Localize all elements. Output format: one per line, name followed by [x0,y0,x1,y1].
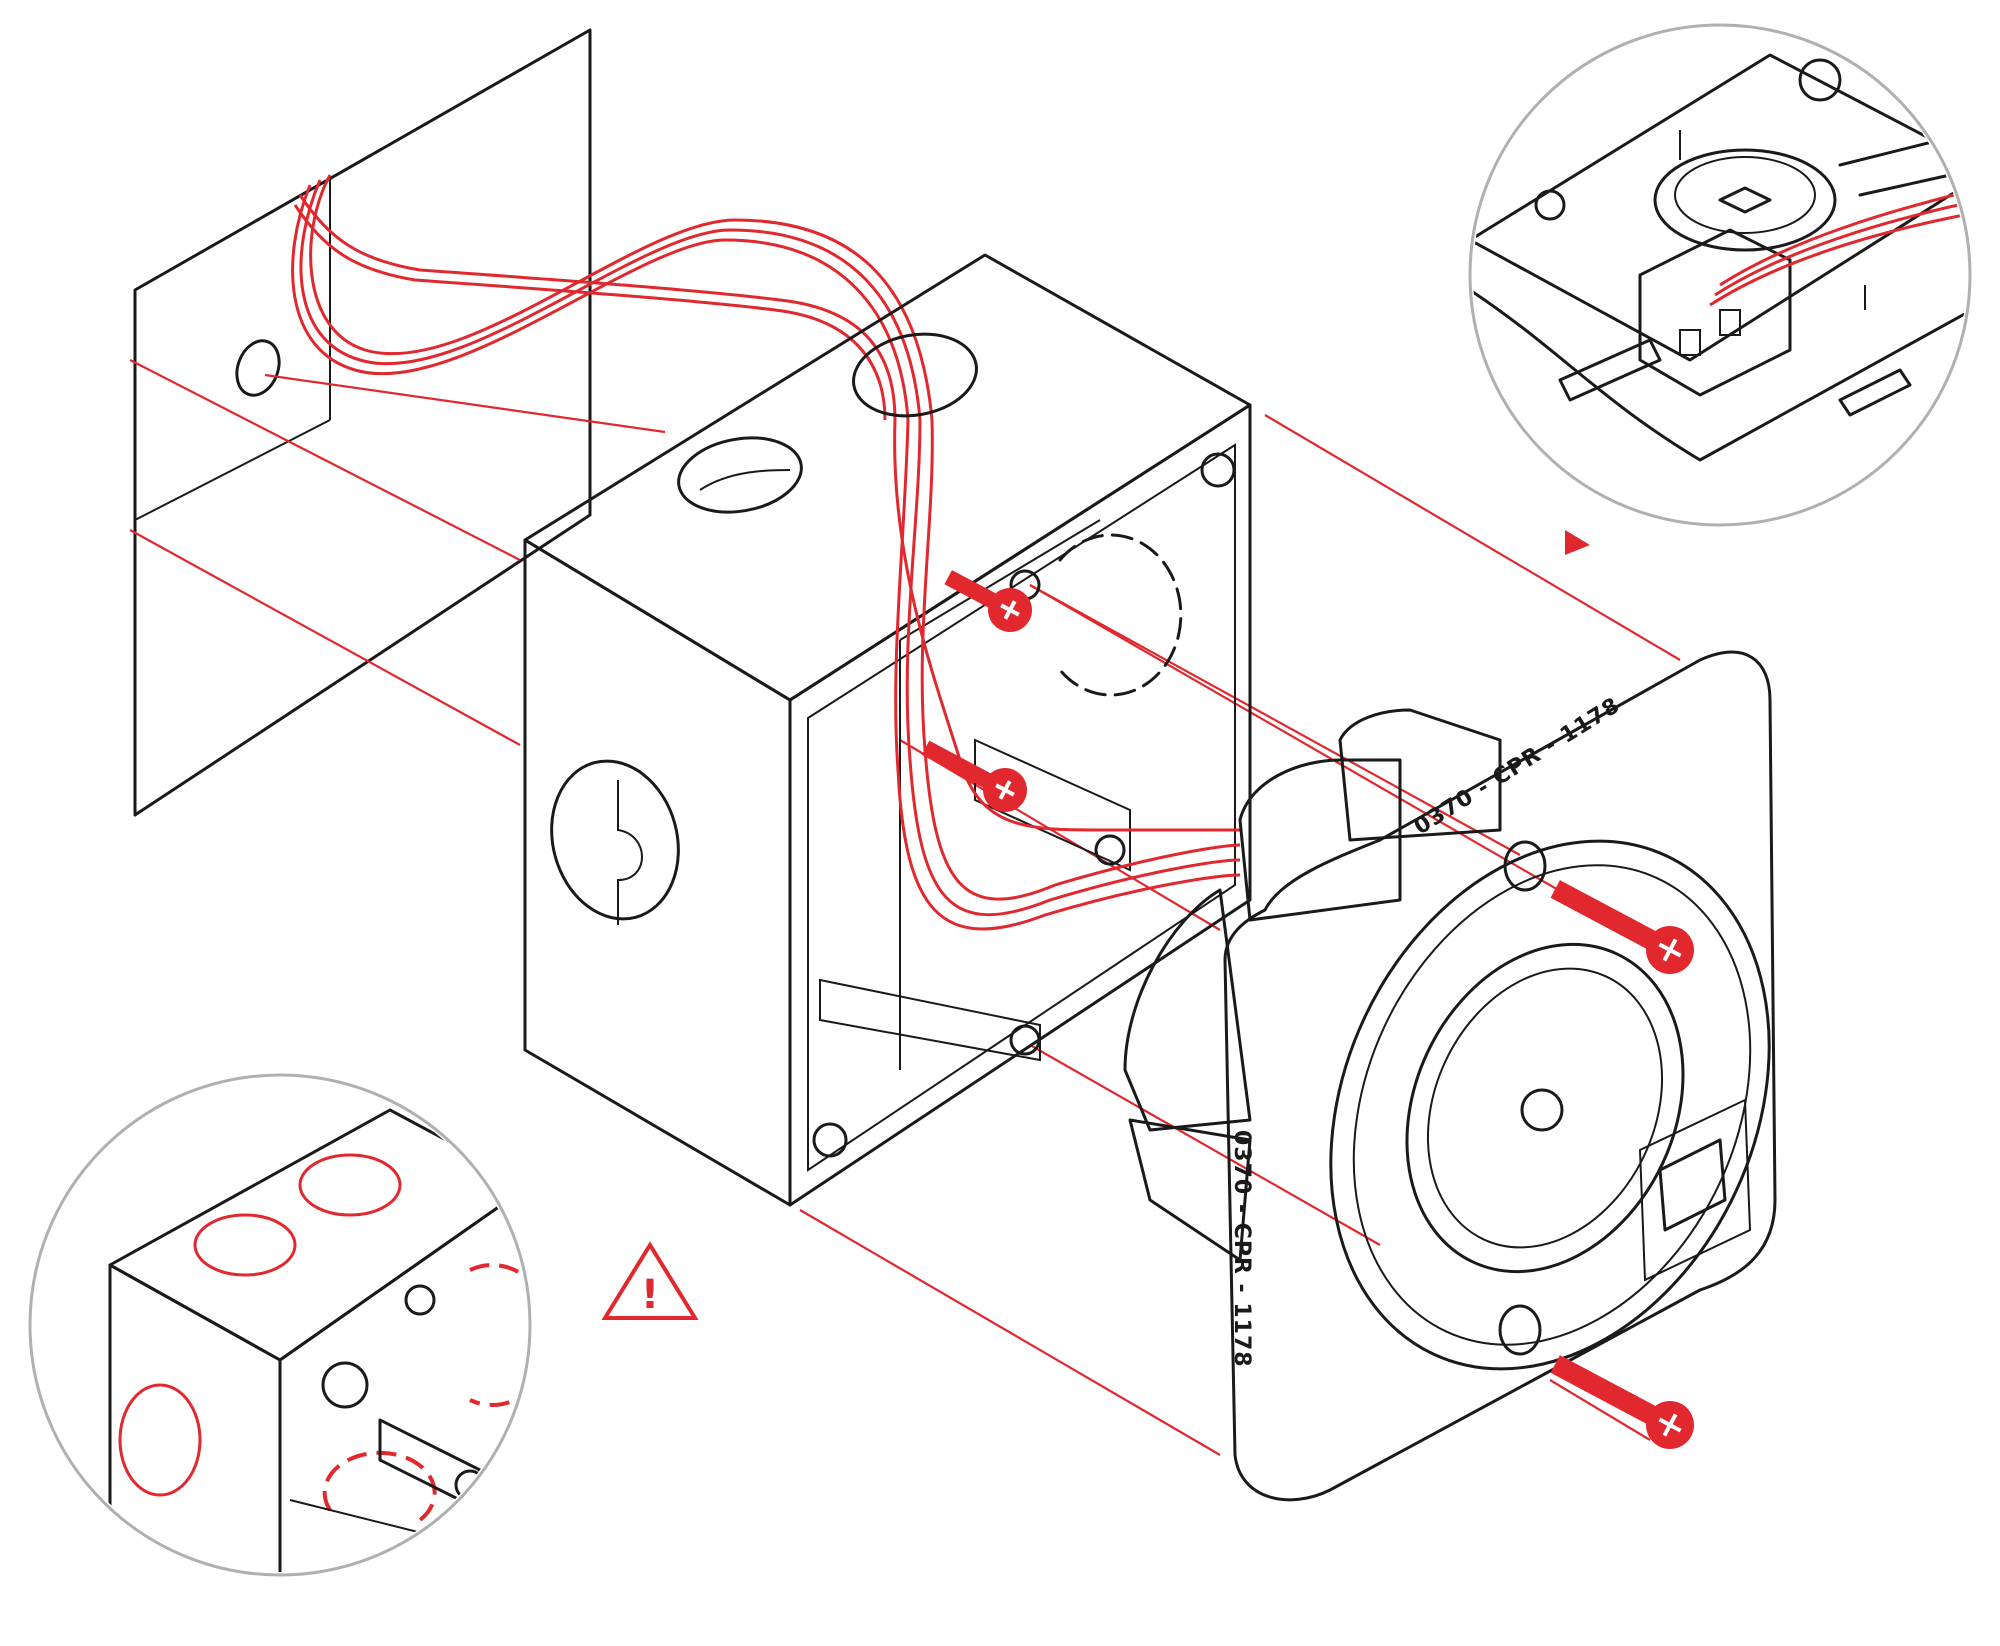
cable-bundle-box [893,419,1241,931]
cable-bundle-wall [291,174,934,421]
svg-text:!: ! [641,1272,659,1318]
screw-top-inner [944,570,1032,632]
junction-box [523,253,1252,1207]
arrow-right-icon [1565,530,1590,555]
detail-knockouts [28,1073,532,1577]
screw-bottom-device [1550,1355,1694,1449]
alignment-guides [129,359,1681,1456]
certification-label-side: 0370 - CPR - 1178 [1229,1130,1254,1368]
warning-triangle-icon: ! [601,1241,699,1320]
screws [921,570,1694,1449]
detail-terminal-block [1468,23,1972,527]
screw-middle-inner [921,740,1027,812]
screw-top-device [1550,880,1694,974]
wall-panel [133,28,592,817]
certification-label-top: 0370 - CPR - 1178 [1410,693,1625,840]
